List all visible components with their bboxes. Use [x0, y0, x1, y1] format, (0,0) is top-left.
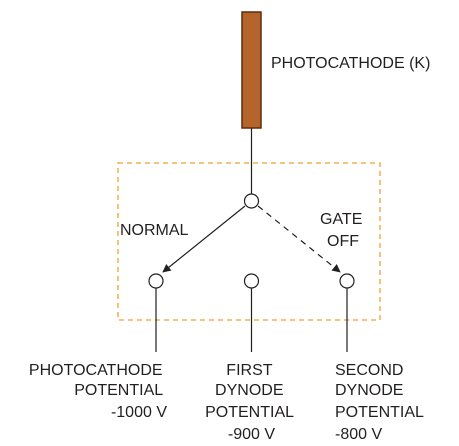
terminal-label-first-dynode-line-1: FIRST [226, 362, 272, 379]
terminal-label-second-dynode-line-3: POTENTIAL [335, 404, 424, 421]
terminal-label-first-dynode-line-4: -900 V [228, 426, 275, 443]
normal-label: NORMAL [120, 222, 189, 239]
terminal-node-photocathode [148, 273, 164, 289]
photocathode-element [241, 11, 262, 129]
gate-off-label-line-2: OFF [327, 233, 359, 250]
terminal-label-second-dynode-line-1: SECOND [335, 362, 403, 379]
terminal-label-photocathode: PHOTOCATHODE POTENTIAL -1000 V [29, 362, 167, 421]
terminal-label-first-dynode-line-3: POTENTIAL [205, 404, 294, 421]
terminal-label-photocathode-line-3: -1000 V [111, 404, 167, 421]
terminal-node-second-dynode [339, 273, 355, 289]
gate-off-label-line-1: GATE [320, 211, 362, 228]
switch-pivot-node [243, 193, 260, 209]
terminal-label-second-dynode-line-2: DYNODE [335, 382, 403, 399]
normal-arrow [162, 205, 246, 273]
photocathode-label: PHOTOCATHODE (K) [271, 55, 430, 72]
terminal-label-second-dynode-line-4: -800 V [335, 426, 382, 443]
terminal-label-second-dynode: SECOND DYNODE POTENTIAL -800 V [335, 362, 428, 443]
gate-switch-box [117, 162, 381, 321]
gate-off-label: GATE OFF [320, 211, 367, 250]
terminal-label-photocathode-line-1: PHOTOCATHODE [29, 362, 163, 379]
terminal-label-photocathode-line-2: POTENTIAL [74, 382, 163, 399]
terminal-label-first-dynode-line-2: DYNODE [215, 382, 283, 399]
terminal-node-first-dynode [243, 273, 260, 289]
terminal-label-first-dynode: FIRST DYNODE POTENTIAL -900 V [205, 362, 298, 443]
